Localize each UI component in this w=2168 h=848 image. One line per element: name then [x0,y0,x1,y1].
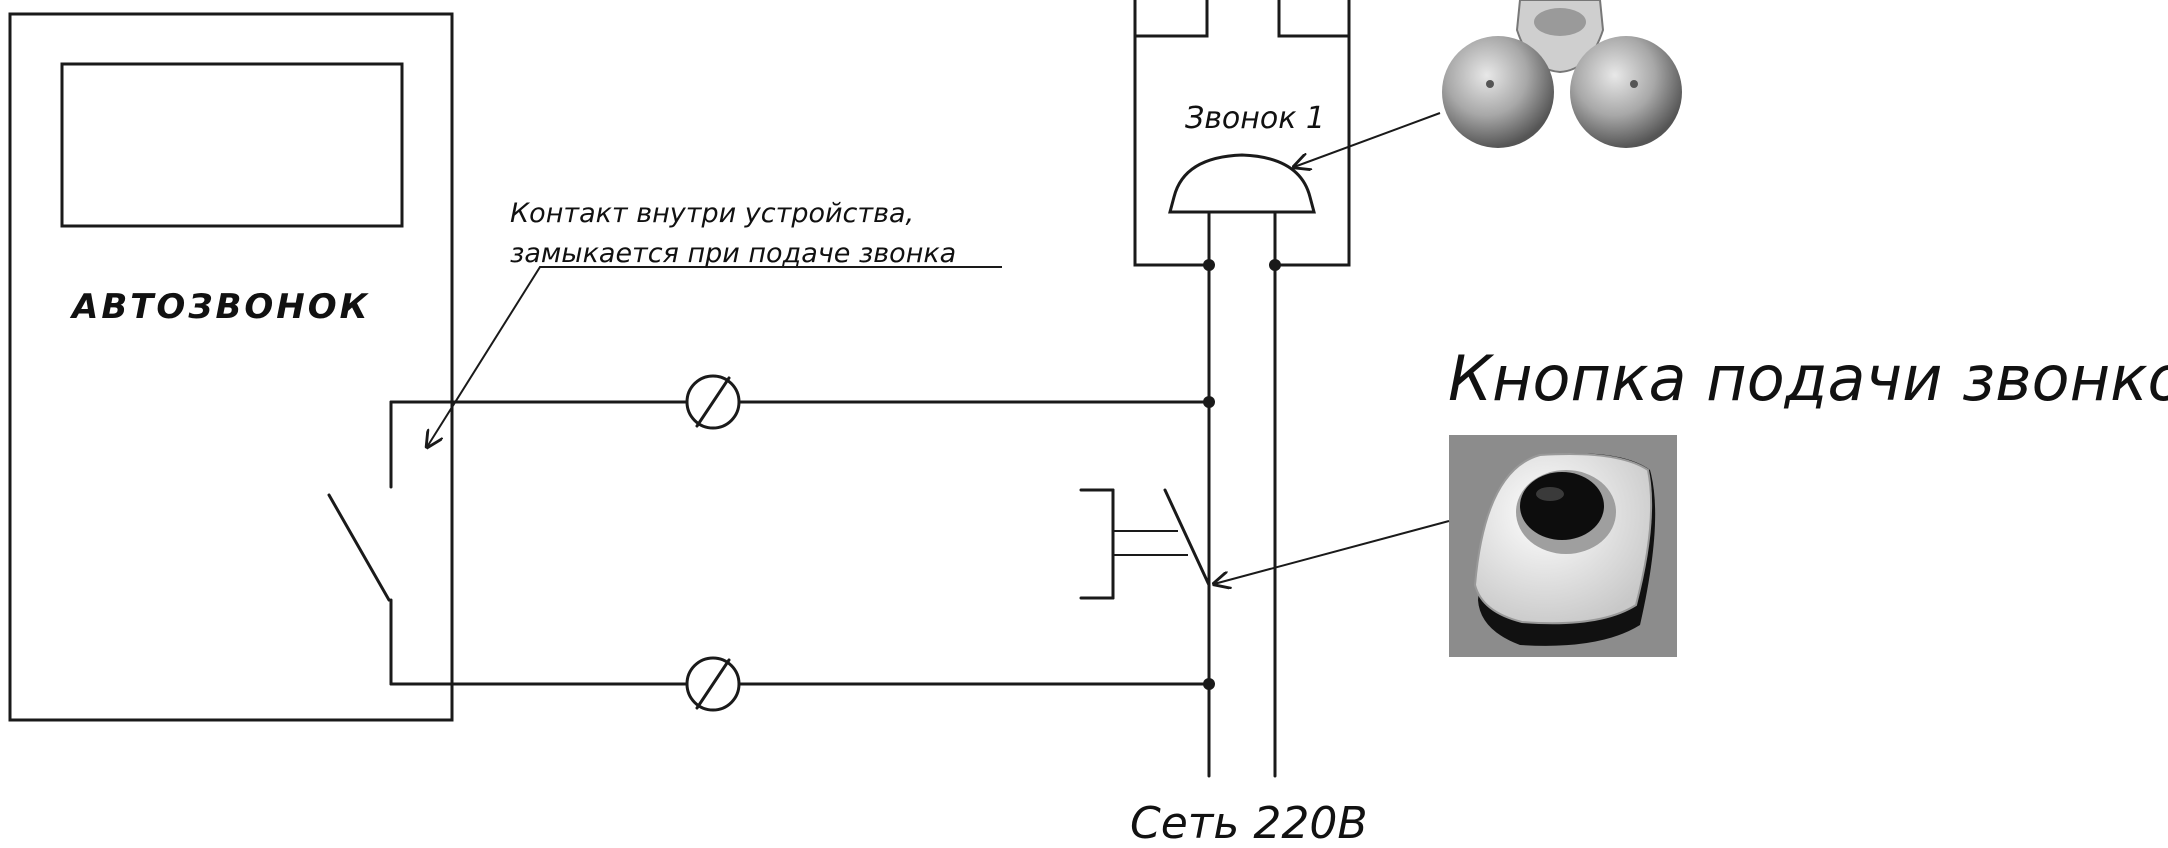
autobell-device: АВТОЗВОНОК [8,12,454,722]
push-button-photo [1449,435,1677,657]
contact-note-line2: замыкается при подаче звонка [510,238,956,269]
node-bell-left [1203,259,1215,271]
internal-contact [327,400,393,686]
bell-photo [1442,0,1682,148]
device-label: АВТОЗВОНОК [69,287,370,327]
node-bell-right [1269,259,1281,271]
terminal-lower [685,656,741,712]
junction-nodes [1203,259,1281,690]
contact-note-line1: Контакт внутри устройства, [510,198,914,229]
mains-label: Сеть 220В [1130,798,1368,848]
node-lower [1203,678,1215,690]
leader-arrows [427,112,1450,584]
bell-label: Звонок 1 [1185,101,1325,136]
device-display [60,62,404,228]
device-body [8,12,454,722]
node-upper [1203,396,1215,408]
bell-symbol [1168,153,1316,214]
button-switch-symbol [1079,488,1211,600]
terminal-upper [685,374,741,430]
button-label: Кнопка подачи звонков [1448,342,2168,415]
